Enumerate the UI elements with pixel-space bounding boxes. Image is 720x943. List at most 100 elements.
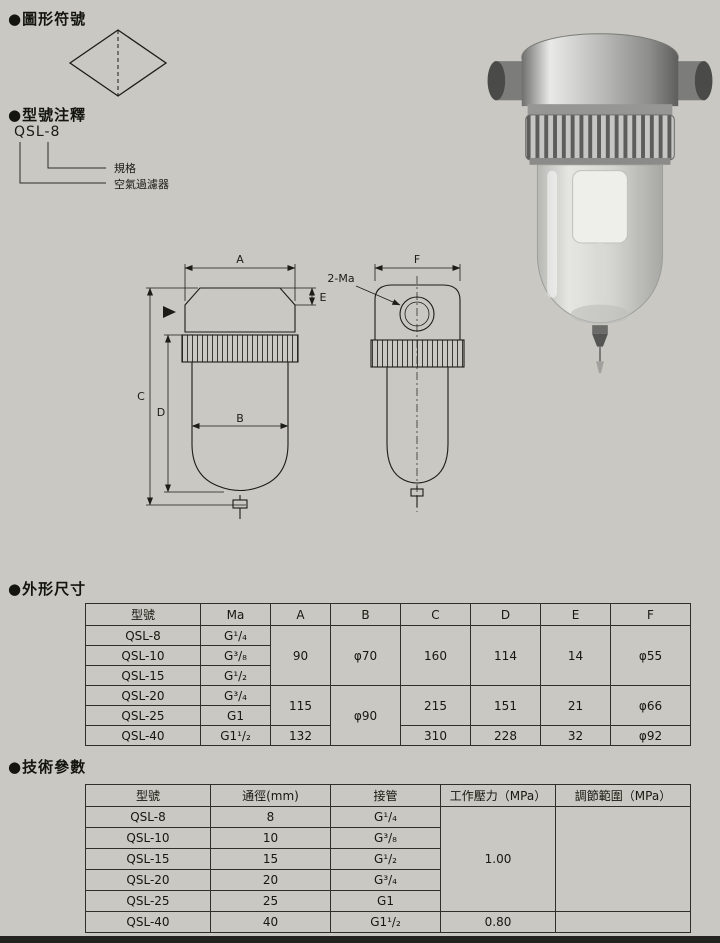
table-cell: G³/₈ xyxy=(330,827,441,849)
table-cell: 1.00 xyxy=(440,806,556,912)
table-cell: QSL-20 xyxy=(85,685,201,706)
table-cell: QSL-15 xyxy=(85,848,211,870)
section-title-symbol: ●圖形符號 xyxy=(8,10,87,28)
table-cell: φ55 xyxy=(610,625,691,686)
dim-label-c: C xyxy=(137,390,145,403)
side-dimension-labels: F 2-Ma xyxy=(327,253,420,285)
dimension-drawing: A E B C D F 2-Ma xyxy=(137,253,465,519)
table-cell: QSL-8 xyxy=(85,806,211,828)
table-cell: φ70 xyxy=(330,625,401,686)
table-cell: G1¹/₂ xyxy=(330,911,441,933)
table-cell: 90 xyxy=(270,625,331,686)
table-cell: G¹/₂ xyxy=(200,665,271,686)
table-cell: G1 xyxy=(200,705,271,726)
photo-bowl xyxy=(536,164,664,325)
side-view-outline xyxy=(370,284,465,507)
table-row: QSL-40 40 G1¹/₂ 0.80 xyxy=(85,911,691,933)
table-cell: 10 xyxy=(210,827,331,849)
scan-bottom-edge xyxy=(0,936,720,943)
table-cell: G1¹/₂ xyxy=(200,725,271,746)
product-photo xyxy=(487,33,713,374)
table-cell: QSL-40 xyxy=(85,725,201,746)
table-cell: QSL-10 xyxy=(85,645,201,666)
table-cell: 20 xyxy=(210,869,331,891)
table-header-cell: D xyxy=(470,603,541,626)
table-header-cell: B xyxy=(330,603,401,626)
dim-label-e: E xyxy=(320,291,327,304)
dim-label-b: B xyxy=(236,412,244,425)
side-dimension-lines xyxy=(355,264,461,306)
model-annotation-lines xyxy=(19,142,106,184)
table-row: QSL-40 G1¹/₂ 132 310 228 32 φ92 xyxy=(85,725,691,746)
front-dimension-labels: A E B C D xyxy=(137,253,326,425)
product-label: 空氣過濾器 xyxy=(114,178,169,191)
table-cell: 21 xyxy=(540,685,611,726)
table-header-row: 型號 通徑(mm) 接管 工作壓力（MPa） 調節範圍（MPa） xyxy=(85,784,691,807)
section-title-model: ●型號注釋 xyxy=(8,106,87,124)
dimensions-table: 型號 Ma A B C D E F QSL-8 G¹/₄ 90 φ70 160 … xyxy=(85,603,691,746)
table-cell: QSL-15 xyxy=(85,665,201,686)
table-cell: 215 xyxy=(400,685,471,726)
table-cell: 160 xyxy=(400,625,471,686)
table-cell: G¹/₂ xyxy=(330,848,441,870)
table-row: QSL-15 G¹/₂ xyxy=(85,665,691,686)
table-header-cell: 工作壓力（MPa） xyxy=(440,784,556,807)
table-cell: QSL-20 xyxy=(85,869,211,891)
table-header-cell: E xyxy=(540,603,611,626)
table-cell: 0.80 xyxy=(440,911,556,933)
table-header-cell: C xyxy=(400,603,471,626)
filter-symbol-icon xyxy=(68,29,168,97)
table-cell: 310 xyxy=(400,725,471,746)
table-cell: G³/₄ xyxy=(200,685,271,706)
table-cell: 132 xyxy=(270,725,331,746)
table-cell: G³/₈ xyxy=(200,645,271,666)
table-header-cell: Ma xyxy=(200,603,271,626)
front-view-outline xyxy=(181,287,299,519)
dim-label-d: D xyxy=(157,406,165,419)
front-dimension-lines xyxy=(146,264,316,506)
table-header-cell: 通徑(mm) xyxy=(210,784,331,807)
section-title-params: ●技術參數 xyxy=(8,758,87,776)
table-cell: QSL-25 xyxy=(85,705,201,726)
table-header-cell: 型號 xyxy=(85,784,211,807)
table-cell: 228 xyxy=(470,725,541,746)
parameters-table: 型號 通徑(mm) 接管 工作壓力（MPa） 調節範圍（MPa） QSL-8 8… xyxy=(85,784,691,933)
table-cell: φ92 xyxy=(610,725,691,746)
table-row: QSL-20 20 G³/₄ xyxy=(85,869,691,891)
table-row: QSL-8 8 G¹/₄ 1.00 xyxy=(85,806,691,912)
table-cell: 25 xyxy=(210,890,331,912)
table-cell: 32 xyxy=(540,725,611,746)
table-header-cell: F xyxy=(610,603,691,626)
table-cell: 15 xyxy=(210,848,331,870)
table-cell: 40 xyxy=(210,911,331,933)
table-header-row: 型號 Ma A B C D E F xyxy=(85,603,691,626)
table-header-cell: A xyxy=(270,603,331,626)
table-row: QSL-8 G¹/₄ 90 φ70 160 114 14 φ55 xyxy=(85,625,691,686)
spec-label: 規格 xyxy=(114,162,136,175)
table-header-cell: 調節範圍（MPa） xyxy=(555,784,691,807)
photo-cap xyxy=(487,33,713,165)
table-cell xyxy=(555,806,691,912)
table-cell: 115 xyxy=(270,685,331,726)
dim-label-f: F xyxy=(414,253,420,266)
table-row: QSL-25 25 G1 xyxy=(85,890,691,912)
table-cell: 14 xyxy=(540,625,611,686)
table-cell: 151 xyxy=(470,685,541,726)
table-row: QSL-10 G³/₈ xyxy=(85,645,691,666)
table-cell: G¹/₄ xyxy=(200,625,271,646)
photo-drain xyxy=(592,325,608,374)
table-cell: G1 xyxy=(330,890,441,912)
table-cell xyxy=(555,911,691,933)
port-note-label: 2-Ma xyxy=(327,272,354,285)
table-row: QSL-15 15 G¹/₂ xyxy=(85,848,691,870)
model-code: QSL-8 xyxy=(14,124,61,140)
table-cell: QSL-40 xyxy=(85,911,211,933)
table-cell: QSL-25 xyxy=(85,890,211,912)
table-header-cell: 型號 xyxy=(85,603,201,626)
table-cell: G¹/₄ xyxy=(330,806,441,828)
table-row: QSL-10 10 G³/₈ xyxy=(85,827,691,849)
table-cell: QSL-10 xyxy=(85,827,211,849)
table-cell: φ90 xyxy=(330,685,401,746)
table-row: QSL-20 G³/₄ 115 φ90 215 151 21 φ66 xyxy=(85,685,691,746)
